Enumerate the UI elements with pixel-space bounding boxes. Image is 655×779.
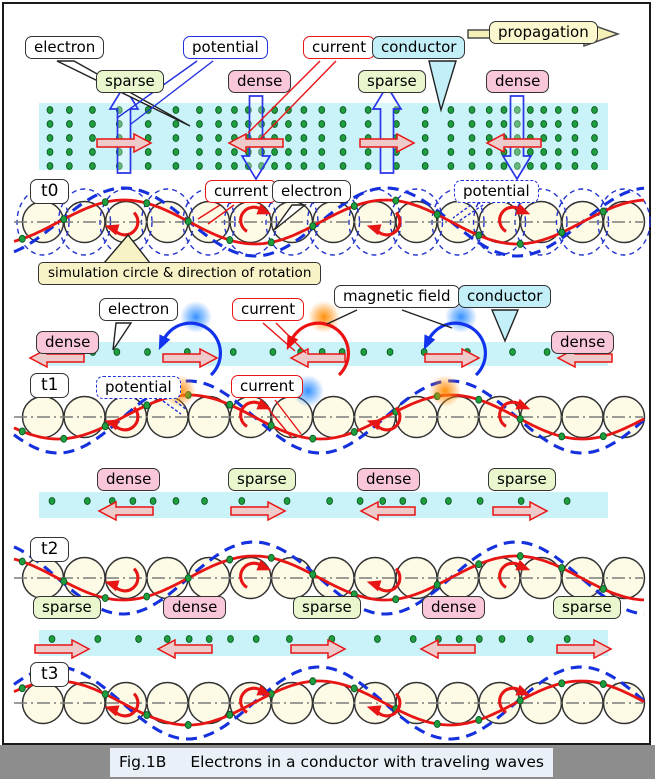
figure-caption: Fig.1B Electrons in a conductor with trav…	[110, 748, 553, 777]
t1-callout-tails	[112, 309, 520, 439]
t0-density-dense-1: dense	[228, 70, 292, 93]
circle-row-t1	[13, 379, 646, 455]
t1-callout-electron: electron	[99, 298, 179, 321]
frame-label-t2: t2	[30, 537, 70, 563]
t2-conductor-band	[39, 492, 608, 522]
caption-fig-number: Fig.1B	[119, 753, 167, 771]
circle-row-t3	[13, 665, 646, 741]
t3-density-dense-1: dense	[163, 596, 227, 619]
frame-label-t1: t1	[30, 373, 70, 399]
t2-density-sparse-2: sparse	[488, 468, 556, 491]
t1-conductor-band	[28, 342, 613, 369]
t0-density-dense-2: dense	[486, 70, 550, 93]
t2-density-dense-1: dense	[97, 468, 161, 491]
t0-current-arrows	[96, 132, 542, 154]
t3-density-sparse-1: sparse	[33, 596, 101, 619]
header-callout-tails	[56, 60, 457, 140]
t1-density-dense-right: dense	[551, 331, 615, 354]
callout-electron: electron	[25, 36, 105, 59]
t3-density-sparse-3: sparse	[553, 596, 621, 619]
t1-callout-current: current	[232, 298, 305, 321]
t0-density-sparse-1: sparse	[96, 70, 164, 93]
t3-density-dense-2: dense	[422, 596, 486, 619]
frame-label-t0: t0	[30, 179, 70, 205]
t0-callout-potential: potential	[454, 180, 539, 203]
t1-magnetic-field-circles	[158, 301, 487, 407]
callout-current: current	[303, 36, 376, 59]
circle-row-t0	[13, 186, 651, 258]
t1-callout-magnetic-field: magnetic field	[334, 285, 460, 308]
t3-conductor-band	[34, 630, 613, 660]
t0-density-sparse-2: sparse	[358, 70, 426, 93]
t3-density-sparse-2: sparse	[293, 596, 361, 619]
propagation-label: propagation	[489, 21, 598, 44]
callout-conductor: conductor	[372, 36, 466, 59]
t1-callout-current-2: current	[231, 375, 304, 398]
t2-density-dense-2: dense	[357, 468, 421, 491]
t1-density-dense-left: dense	[36, 331, 100, 354]
t1-callout-potential: potential	[96, 376, 181, 399]
caption-title: Electrons in a conductor with traveling …	[190, 753, 544, 771]
t0-callout-electron: electron	[272, 180, 352, 203]
t2-density-sparse-1: sparse	[228, 468, 296, 491]
simulation-note: simulation circle & direction of rotatio…	[38, 262, 322, 285]
callout-potential: potential	[183, 36, 268, 59]
t0-callout-current: current	[205, 180, 278, 203]
t1-callout-conductor: conductor	[458, 285, 552, 308]
frame-label-t3: t3	[30, 662, 70, 688]
